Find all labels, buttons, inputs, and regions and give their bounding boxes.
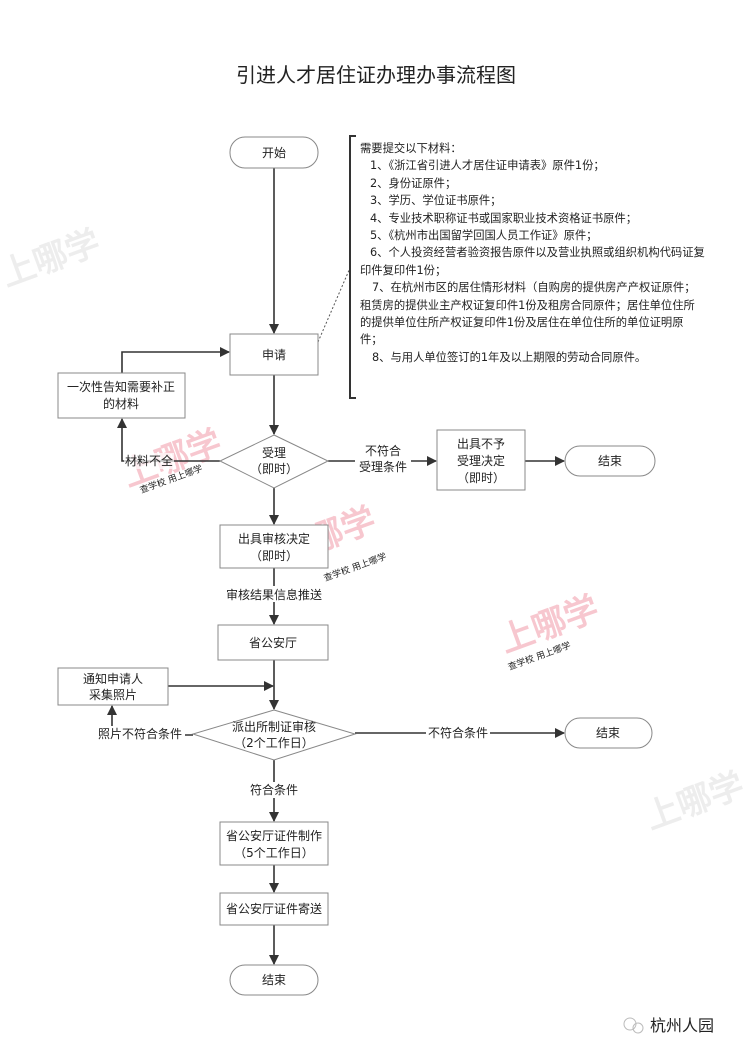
node-end-3: 结束: [229, 964, 319, 996]
material-item: 5、《杭州市出国留学回国人员工作证》原件；: [370, 229, 598, 243]
svg-text:一次性告知需要补正: 一次性告知需要补正: [67, 380, 175, 394]
node-review-decision: 出具审核决定 （即时）: [219, 524, 329, 569]
node-apply: 申请: [229, 333, 319, 376]
svg-text:派出所制证审核: 派出所制证审核: [232, 719, 316, 734]
svg-text:（即时）: （即时）: [250, 462, 298, 476]
node-card-send: 省公安厅证件寄送: [219, 892, 329, 926]
svg-text:采集照片: 采集照片: [89, 687, 137, 702]
svg-text:上哪学: 上哪学: [640, 765, 750, 837]
svg-text:（即时）: （即时）: [250, 549, 298, 563]
node-start: 开始: [229, 136, 319, 169]
edge-label-not-eligible: 不符合: [365, 443, 401, 458]
svg-text:结束: 结束: [596, 726, 620, 740]
node-end-2: 结束: [564, 717, 653, 749]
wechat-icon: [623, 1017, 637, 1031]
material-item: 6、个人投资经营者验资报告原件以及营业执照或组织机构代码证复印件复印件1份；: [360, 246, 705, 277]
edge-label-push-info: 审核结果信息推送: [226, 587, 322, 602]
material-item: 4、专业技术职称证书或国家职业技术资格证书原件；: [370, 211, 638, 225]
svg-text:杭州人园: 杭州人园: [650, 1016, 714, 1035]
svg-text:开始: 开始: [262, 146, 286, 160]
svg-text:申请: 申请: [262, 348, 286, 362]
node-station-review: 派出所制证审核 （2个工作日）: [191, 709, 357, 761]
material-item: 2、身份证原件；: [370, 176, 457, 190]
svg-text:通知申请人: 通知申请人: [83, 672, 143, 686]
node-notify-supplement: 一次性告知需要补正 的材料: [57, 372, 186, 419]
node-end-1: 结束: [564, 445, 656, 477]
svg-text:省公安厅: 省公安厅: [249, 635, 297, 650]
svg-text:（即时）: （即时）: [457, 471, 505, 485]
edge-label-pass: 符合条件: [250, 782, 298, 797]
svg-text:出具审核决定: 出具审核决定: [238, 531, 310, 546]
edge-label-not-eligible-2: 受理条件: [359, 460, 407, 474]
node-provincial-police: 省公安厅: [217, 624, 329, 661]
materials-bracket: [349, 135, 356, 399]
svg-text:省公安厅证件制作: 省公安厅证件制作: [226, 828, 322, 843]
svg-text:（5个工作日）: （5个工作日）: [234, 846, 314, 860]
material-item: 8、与用人单位签订的1年及以上期限的劳动合同原件。: [372, 350, 647, 364]
svg-text:（2个工作日）: （2个工作日）: [234, 736, 314, 750]
materials-heading: 需要提交以下材料：: [360, 142, 462, 155]
source-watermark: 杭州人园: [623, 1016, 714, 1035]
material-item: 1、《浙江省引进人才居住证申请表》原件1份；: [370, 159, 605, 173]
material-item: 7、在杭州市区的居住情形材料（自购房的提供房产产权证原件；租赁房的提供业主产权证…: [360, 281, 696, 347]
required-materials-list: 需要提交以下材料： 1、《浙江省引进人才居住证申请表》原件1份； 2、身份证原件…: [360, 140, 705, 366]
page-title: 引进人才居住证办理办事流程图: [236, 63, 516, 87]
edge-label-fail: 不符合条件: [428, 725, 488, 740]
svg-text:受理决定: 受理决定: [457, 453, 505, 468]
edge-label-photo-fail: 照片不符合条件: [98, 726, 182, 741]
node-reject-decision: 出具不予 受理决定 （即时）: [436, 429, 526, 491]
edge-label-incomplete: 材料不全: [125, 453, 173, 468]
svg-text:结束: 结束: [598, 454, 622, 468]
svg-text:的材料: 的材料: [103, 396, 139, 411]
node-notify-photo: 通知申请人 采集照片: [57, 667, 169, 706]
node-card-make: 省公安厅证件制作 （5个工作日）: [219, 821, 329, 866]
svg-text:结束: 结束: [262, 973, 286, 987]
svg-text:上哪学: 上哪学: [0, 222, 105, 294]
svg-text:受理: 受理: [262, 446, 286, 460]
svg-text:省公安厅证件寄送: 省公安厅证件寄送: [226, 901, 322, 916]
material-item: 3、学历、学位证书原件；: [370, 194, 502, 208]
node-accept-decision: 受理 （即时）: [218, 434, 330, 489]
svg-text:出具不予: 出具不予: [457, 437, 505, 451]
